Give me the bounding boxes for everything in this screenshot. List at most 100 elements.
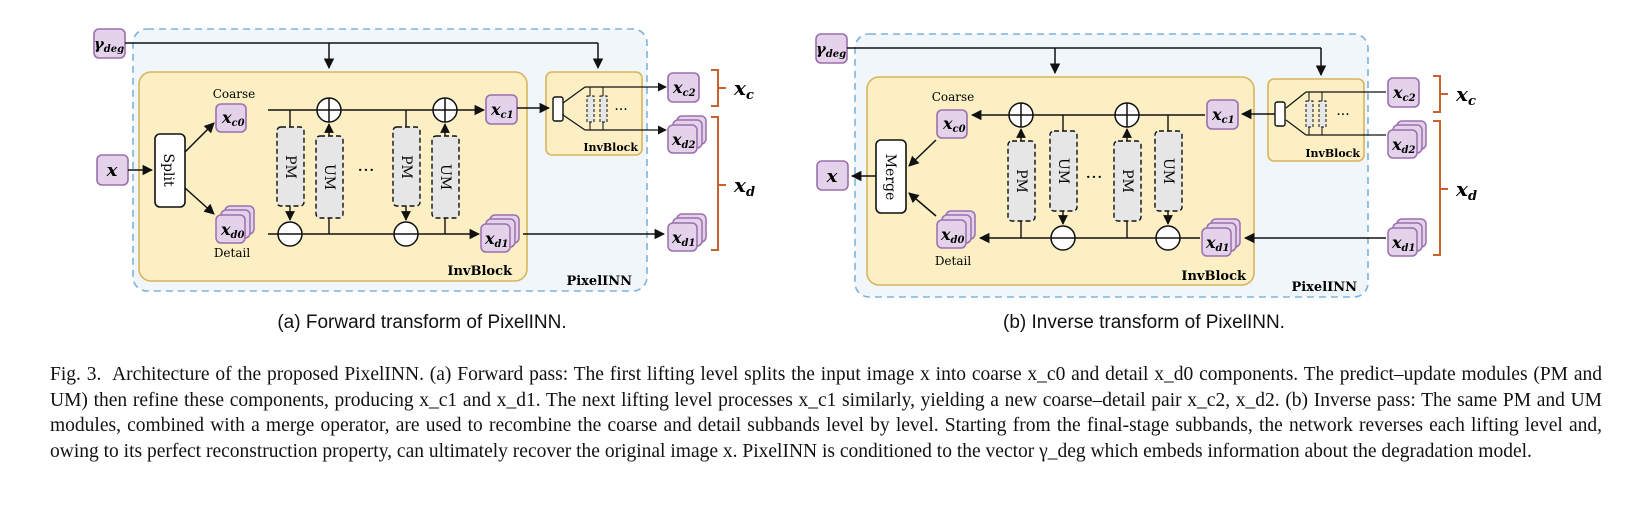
svg-text:γdeg: γdeg bbox=[816, 40, 846, 60]
xd1-a: x bbox=[484, 229, 495, 248]
xc-brace-sub-b: c bbox=[1468, 94, 1476, 109]
panel-b-inverse: γdeg x Merge Coarse Detail xc0 xd0 bbox=[815, 33, 1477, 333]
xd1-stack-a bbox=[480, 214, 520, 253]
plus-circle-1-a bbox=[316, 97, 342, 123]
xc1-node-a bbox=[485, 94, 518, 125]
svg-text:xc: xc bbox=[733, 76, 754, 103]
ellipsis-b: ··· bbox=[1085, 167, 1102, 188]
xd0-a: x bbox=[220, 220, 231, 239]
figure-caption: Fig. 3. Architecture of the proposed Pix… bbox=[50, 362, 1602, 464]
xd2-stack-b bbox=[1387, 120, 1427, 159]
xd1-stack-b bbox=[1201, 218, 1241, 257]
svg-text:xc0: xc0 bbox=[221, 108, 245, 129]
detail-label-b: Detail bbox=[935, 254, 972, 268]
xc0-node-a bbox=[215, 103, 247, 133]
pixelinn-label-a: PixelINN bbox=[566, 274, 632, 289]
xc1-sub-b: c1 bbox=[1222, 115, 1235, 126]
ellipsis-a: ··· bbox=[357, 160, 374, 181]
xd0-sub-a: d0 bbox=[231, 230, 245, 241]
xd1-in-sub-b: d1 bbox=[1402, 243, 1416, 254]
svg-text:γdeg: γdeg bbox=[94, 35, 124, 55]
pm-module-2-a bbox=[392, 110, 421, 221]
pm-label-2-b: PM bbox=[1119, 169, 1135, 193]
minus-circle-1-b bbox=[1050, 225, 1076, 251]
small-ellipsis-a: ··· bbox=[614, 102, 627, 118]
xd-brace-sub-a: d bbox=[746, 185, 755, 200]
svg-text:xd0: xd0 bbox=[220, 220, 245, 241]
xd1-out-sub-a: d1 bbox=[682, 238, 696, 249]
xc2-sub-b: c2 bbox=[1403, 93, 1416, 104]
pixelinn-label-b: PixelINN bbox=[1291, 280, 1357, 295]
svg-text:xd: xd bbox=[733, 173, 755, 200]
small-merge-b bbox=[1274, 101, 1286, 127]
xc-brace-sub-a: c bbox=[746, 88, 754, 103]
brace-xc-b bbox=[1433, 75, 1448, 113]
xd1-sub-b: d1 bbox=[1216, 243, 1230, 254]
xc-brace-b: x bbox=[1455, 82, 1469, 106]
small-um-b bbox=[1318, 100, 1327, 128]
small-um-a bbox=[599, 95, 608, 123]
split-box bbox=[154, 133, 186, 208]
xd0-b: x bbox=[940, 225, 951, 244]
small-ellipsis-b: ··· bbox=[1336, 107, 1349, 123]
gamma-sub-a: deg bbox=[104, 44, 124, 55]
xd-brace-sub-b: d bbox=[1468, 189, 1477, 204]
xc2-b: x bbox=[1392, 83, 1403, 102]
xd-brace-a: x bbox=[733, 173, 747, 197]
xc2-node-a bbox=[667, 72, 700, 103]
xd2-sub-a: d2 bbox=[682, 140, 696, 151]
xd1-sub-a: d1 bbox=[495, 239, 509, 250]
invblock-small-label-b: InvBlock bbox=[1305, 147, 1360, 160]
xc1-a: x bbox=[490, 100, 501, 119]
xd0-sub-b: d0 bbox=[951, 235, 965, 246]
merge-label: Merge bbox=[882, 154, 898, 201]
minus-circle-2-b bbox=[1155, 225, 1181, 251]
xc1-sub-a: c1 bbox=[501, 110, 514, 121]
invblock-small-label-a: InvBlock bbox=[583, 141, 638, 154]
svg-text:xd2: xd2 bbox=[671, 130, 696, 151]
um-module-1-b bbox=[1049, 115, 1078, 225]
output-x-node bbox=[816, 160, 849, 191]
subcaption-b: (b) Inverse transform of PixelINN. bbox=[1003, 312, 1285, 333]
um-label-2-a: UM bbox=[437, 164, 453, 190]
xd-brace-b: x bbox=[1455, 177, 1469, 201]
um-module-2-b bbox=[1154, 115, 1183, 225]
um-label-1-b: UM bbox=[1055, 158, 1071, 184]
xd0-stack-b bbox=[936, 210, 976, 249]
small-pm-a bbox=[586, 95, 595, 123]
coarse-label-a: Coarse bbox=[213, 87, 256, 101]
pm-label-2-a: PM bbox=[398, 155, 414, 179]
split-to-coarse-arrow bbox=[184, 122, 215, 153]
xd1-in-b: x bbox=[1391, 233, 1402, 252]
xd1-out-stack-a bbox=[667, 213, 707, 252]
merge-box bbox=[875, 139, 907, 214]
xc0-sub-a: c0 bbox=[232, 118, 245, 129]
xd2-a: x bbox=[671, 130, 682, 149]
plus-circle-2-b bbox=[1114, 102, 1140, 128]
detail-label-a: Detail bbox=[214, 246, 251, 260]
xd0-stack-a bbox=[215, 205, 255, 244]
pm-module-2-b bbox=[1113, 128, 1142, 238]
minus-circle-2-a bbox=[393, 221, 419, 247]
xc0-b: x bbox=[942, 114, 953, 133]
split-label: Split bbox=[160, 153, 176, 187]
xd2-sub-b: d2 bbox=[1402, 145, 1416, 156]
pm-module-1-b bbox=[1007, 128, 1036, 238]
gamma-sub-b: deg bbox=[826, 49, 846, 60]
coarse-to-merge-arrow bbox=[908, 139, 937, 167]
xc1-b: x bbox=[1211, 105, 1222, 124]
invblock-label-b: InvBlock bbox=[1181, 269, 1247, 284]
xc1-node-b bbox=[1206, 99, 1239, 130]
svg-text:xc2: xc2 bbox=[1392, 83, 1416, 104]
invblock-small-b bbox=[1267, 78, 1365, 162]
small-pm-b bbox=[1305, 100, 1314, 128]
svg-text:xd1: xd1 bbox=[1205, 233, 1230, 254]
gamma-symbol-a: γ bbox=[94, 35, 105, 53]
svg-text:xd1: xd1 bbox=[671, 228, 696, 249]
um-label-1-a: UM bbox=[321, 164, 337, 190]
um-module-2-a bbox=[431, 123, 460, 234]
svg-text:xc1: xc1 bbox=[1211, 105, 1235, 126]
xd1-out-a: x bbox=[671, 228, 682, 247]
brace-xc-a bbox=[711, 69, 726, 107]
